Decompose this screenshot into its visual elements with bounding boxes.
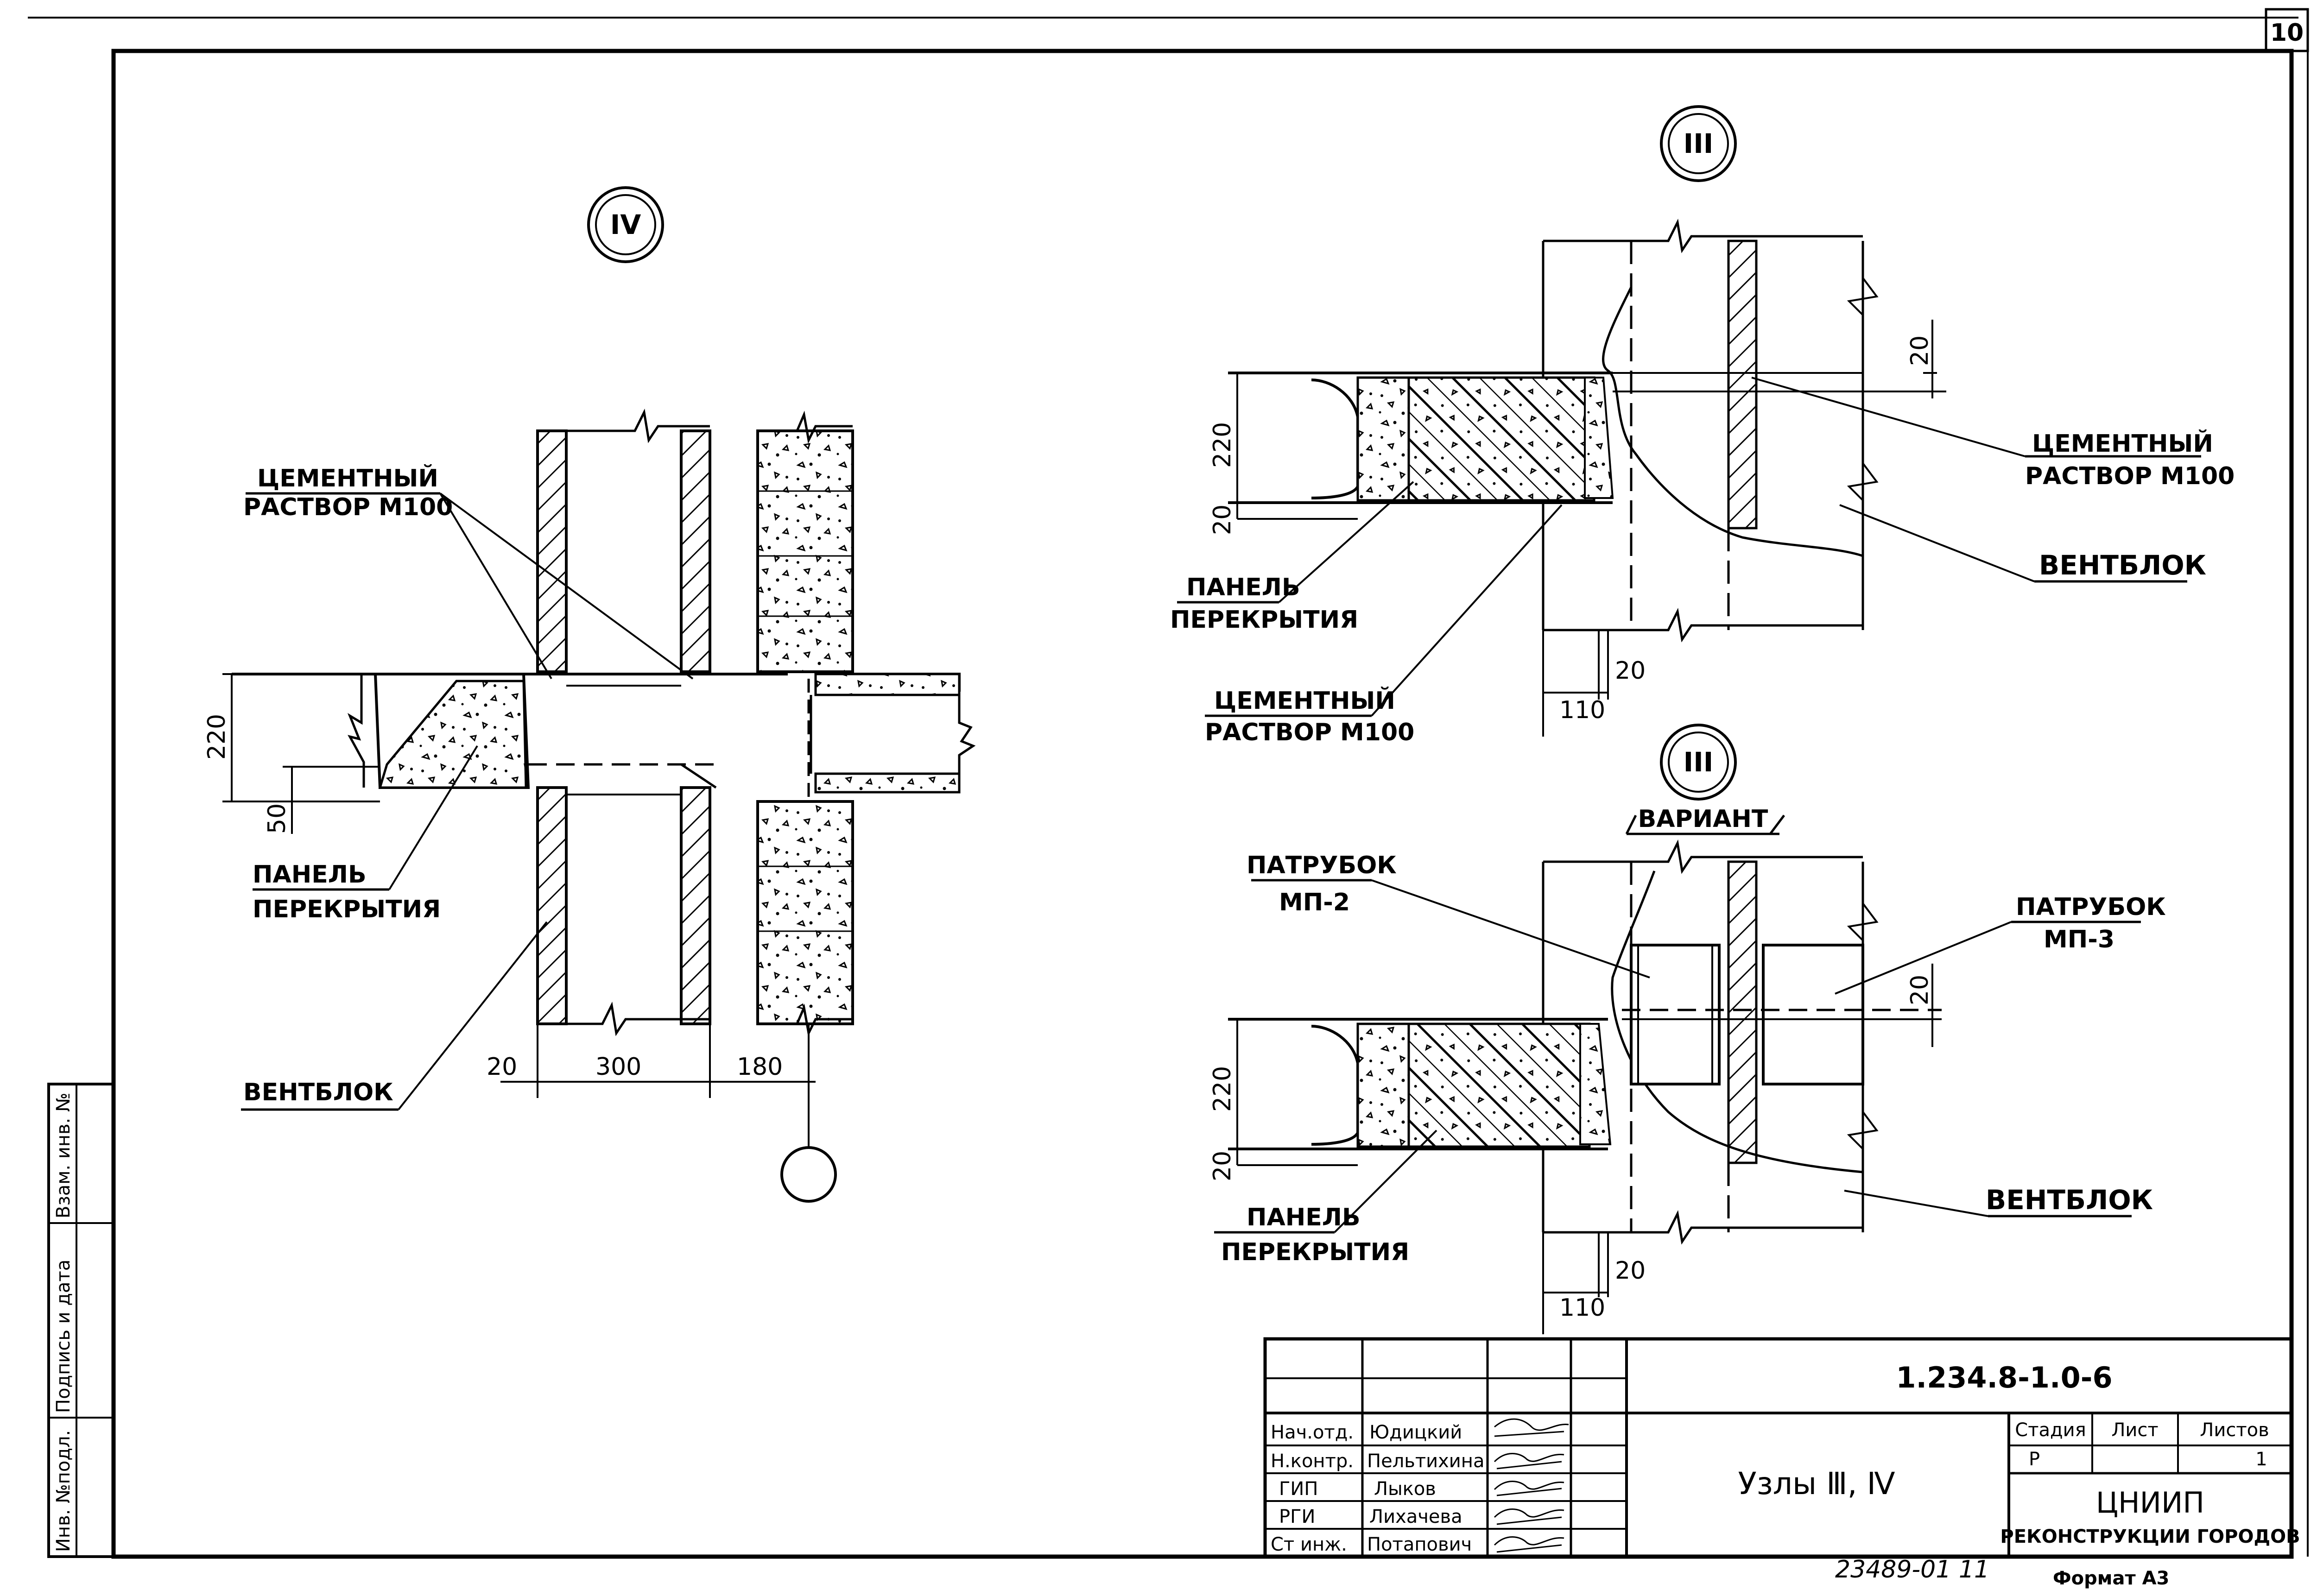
organization-line-2: РЕКОНСТРУКЦИИ ГОРОДОВ [2000,1526,2300,1547]
node-iv-marker: IV [610,209,641,240]
node-iii-mortar-label-1: ЦЕМЕНТНЫЙ [2032,429,2213,458]
node-iii-panel-label-2: ПЕРЕКРЫТИЯ [1170,606,1358,634]
node-iv-dim-180: 180 [737,1053,783,1081]
sig-role-3: РГИ [1279,1506,1315,1527]
node-iii-variant-pipe3-label-2: МП-3 [2044,926,2114,953]
node-iii-variant-block-label: ВЕНТБЛОК [1986,1184,2153,1216]
node-iv-dim-20: 20 [487,1053,517,1081]
sig-name-3: Лихачева [1369,1506,1462,1527]
node-iii-variant-dim-110: 110 [1559,1294,1605,1322]
node-iii-variant-pipe2-label-1: ПАТРУБОК [1247,852,1397,879]
node-iv-dim-220: 220 [203,714,231,760]
sheets-value: 1 [2255,1449,2267,1470]
node-iii-variant-panel-label-2: ПЕРЕКРЫТИЯ [1221,1238,1409,1266]
node-iv-dim-50: 50 [263,803,291,834]
node-iii-mortar-b-label-2: РАСТВОР М100 [1205,719,1414,746]
sig-role-1: Н.контр. [1271,1451,1354,1472]
stage-header: Стадия [2015,1419,2086,1441]
sig-role-4: Ст инж. [1271,1534,1347,1555]
sheets-header: Листов [2200,1419,2269,1441]
node-iv-panel-label-1: ПАНЕЛЬ [253,861,367,889]
sig-role-2: ГИП [1279,1478,1318,1500]
node-iii-variant-dim-20-right: 20 [1906,975,1934,1005]
sig-role-0: Нач.отд. [1271,1422,1354,1443]
node-iii-dim-20-left: 20 [1209,505,1236,535]
title-block [1263,1337,2293,1558]
node-iii-variant-pipe2-label-2: МП-2 [1279,889,1350,916]
node-iii-mortar-b-label-1: ЦЕМЕНТНЫЙ [1214,687,1395,715]
node-iii-dim-20-top: 20 [1906,335,1934,366]
stamp-inv-orig: Инв. №подл. [53,1430,74,1552]
node-iii-variant-title: ВАРИАНТ [1638,805,1768,833]
node-iv-drawing [222,186,976,1203]
node-iii-variant-drawing [1214,724,2141,1334]
sheet-header: Лист [2111,1419,2158,1441]
node-iii-variant-panel-label-1: ПАНЕЛЬ [1247,1204,1361,1231]
stamp-sign-date: Подпись и дата [53,1260,74,1413]
sheet-format: Формат А3 [2053,1568,2169,1589]
node-iii-mortar-label-2: РАСТВОР М100 [2025,462,2235,490]
node-iv-mortar-label-2: РАСТВОР М100 [243,493,453,521]
node-iii-variant-dim-220: 220 [1209,1066,1236,1112]
node-iii-variant-dim-20-bottom: 20 [1615,1257,1646,1285]
node-iii-dim-110: 110 [1559,696,1605,724]
node-iii-dim-20-bottom: 20 [1615,657,1646,685]
sheet-frame [28,8,2309,1559]
signature-rows: Нач.отд. Юдицкий Н.контр. Пельтихина ГИП… [1271,1422,1484,1555]
node-iii-drawing [1177,105,2201,737]
node-iv-dim-300: 300 [595,1053,641,1081]
node-iv-panel-label-2: ПЕРЕКРЫТИЯ [253,896,441,923]
stamp-replace-inv: Взам. инв. № [53,1092,74,1218]
side-stamp [47,1083,115,1558]
node-iii-variant-marker: III [1684,746,1714,778]
node-iii-variant-dim-20-left: 20 [1209,1151,1236,1181]
archive-number: 23489-01 11 [1835,1556,1989,1583]
node-iii-variant-pipe3-label-1: ПАТРУБОК [2016,893,2166,921]
sig-name-2: Лыков [1374,1478,1436,1500]
organization-line-1: ЦНИИП [2096,1486,2204,1520]
stage-value: Р [2029,1449,2040,1470]
drawing-code: 1.234.8-1.0-6 [1896,1361,2112,1394]
node-iii-marker: III [1684,128,1714,159]
node-iv-block-label: ВЕНТБЛОК [243,1079,393,1106]
sheet-number: 10 [2270,19,2304,47]
sig-name-0: Юдицкий [1369,1422,1462,1443]
node-iii-dim-220: 220 [1209,422,1236,468]
drawing-title: Узлы Ⅲ, Ⅳ [1738,1466,1895,1501]
node-iii-block-label: ВЕНТБЛОК [2039,549,2206,581]
node-iii-panel-label-1: ПАНЕЛЬ [1186,574,1300,601]
sig-name-1: Пельтихина [1367,1451,1484,1472]
sig-name-4: Потапович [1367,1534,1472,1555]
node-iv-mortar-label-1: ЦЕМЕНТНЫЙ [257,464,438,492]
